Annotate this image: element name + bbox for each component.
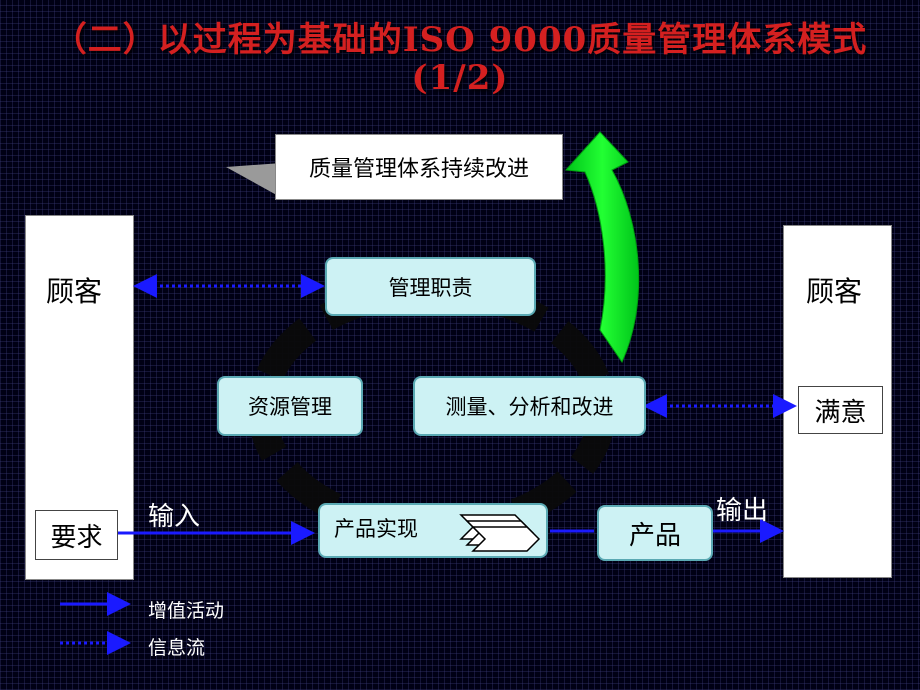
customer-right-label: 顾客 (806, 275, 863, 308)
product-realization-label: 产品实现 (334, 517, 418, 541)
page-subtitle: (1/2) (411, 58, 509, 98)
legend-value-adding: 增值活动 (148, 600, 225, 622)
product-realization-box: 产品实现 (318, 503, 548, 558)
management-responsibility-box: 管理职责 (325, 257, 536, 316)
legend-information-flow: 信息流 (148, 637, 206, 659)
output-label: 输出 (716, 496, 769, 526)
requirement-box: 要求 (35, 510, 118, 560)
resource-management-box: 资源管理 (217, 376, 363, 436)
page-title: （二）以过程为基础的ISO 9000质量管理体系模式 (52, 20, 868, 60)
continuous-improvement-box: 质量管理体系持续改进 (275, 134, 563, 200)
customer-left-label: 顾客 (46, 275, 103, 308)
satisfaction-box: 满意 (798, 386, 883, 434)
measurement-analysis-box: 测量、分析和改进 (413, 376, 646, 436)
stacked-pages-icon (459, 514, 541, 552)
improvement-arrow (564, 131, 640, 364)
callout-pointer (226, 163, 282, 198)
product-box: 产品 (597, 505, 713, 561)
input-label: 输入 (148, 502, 201, 532)
